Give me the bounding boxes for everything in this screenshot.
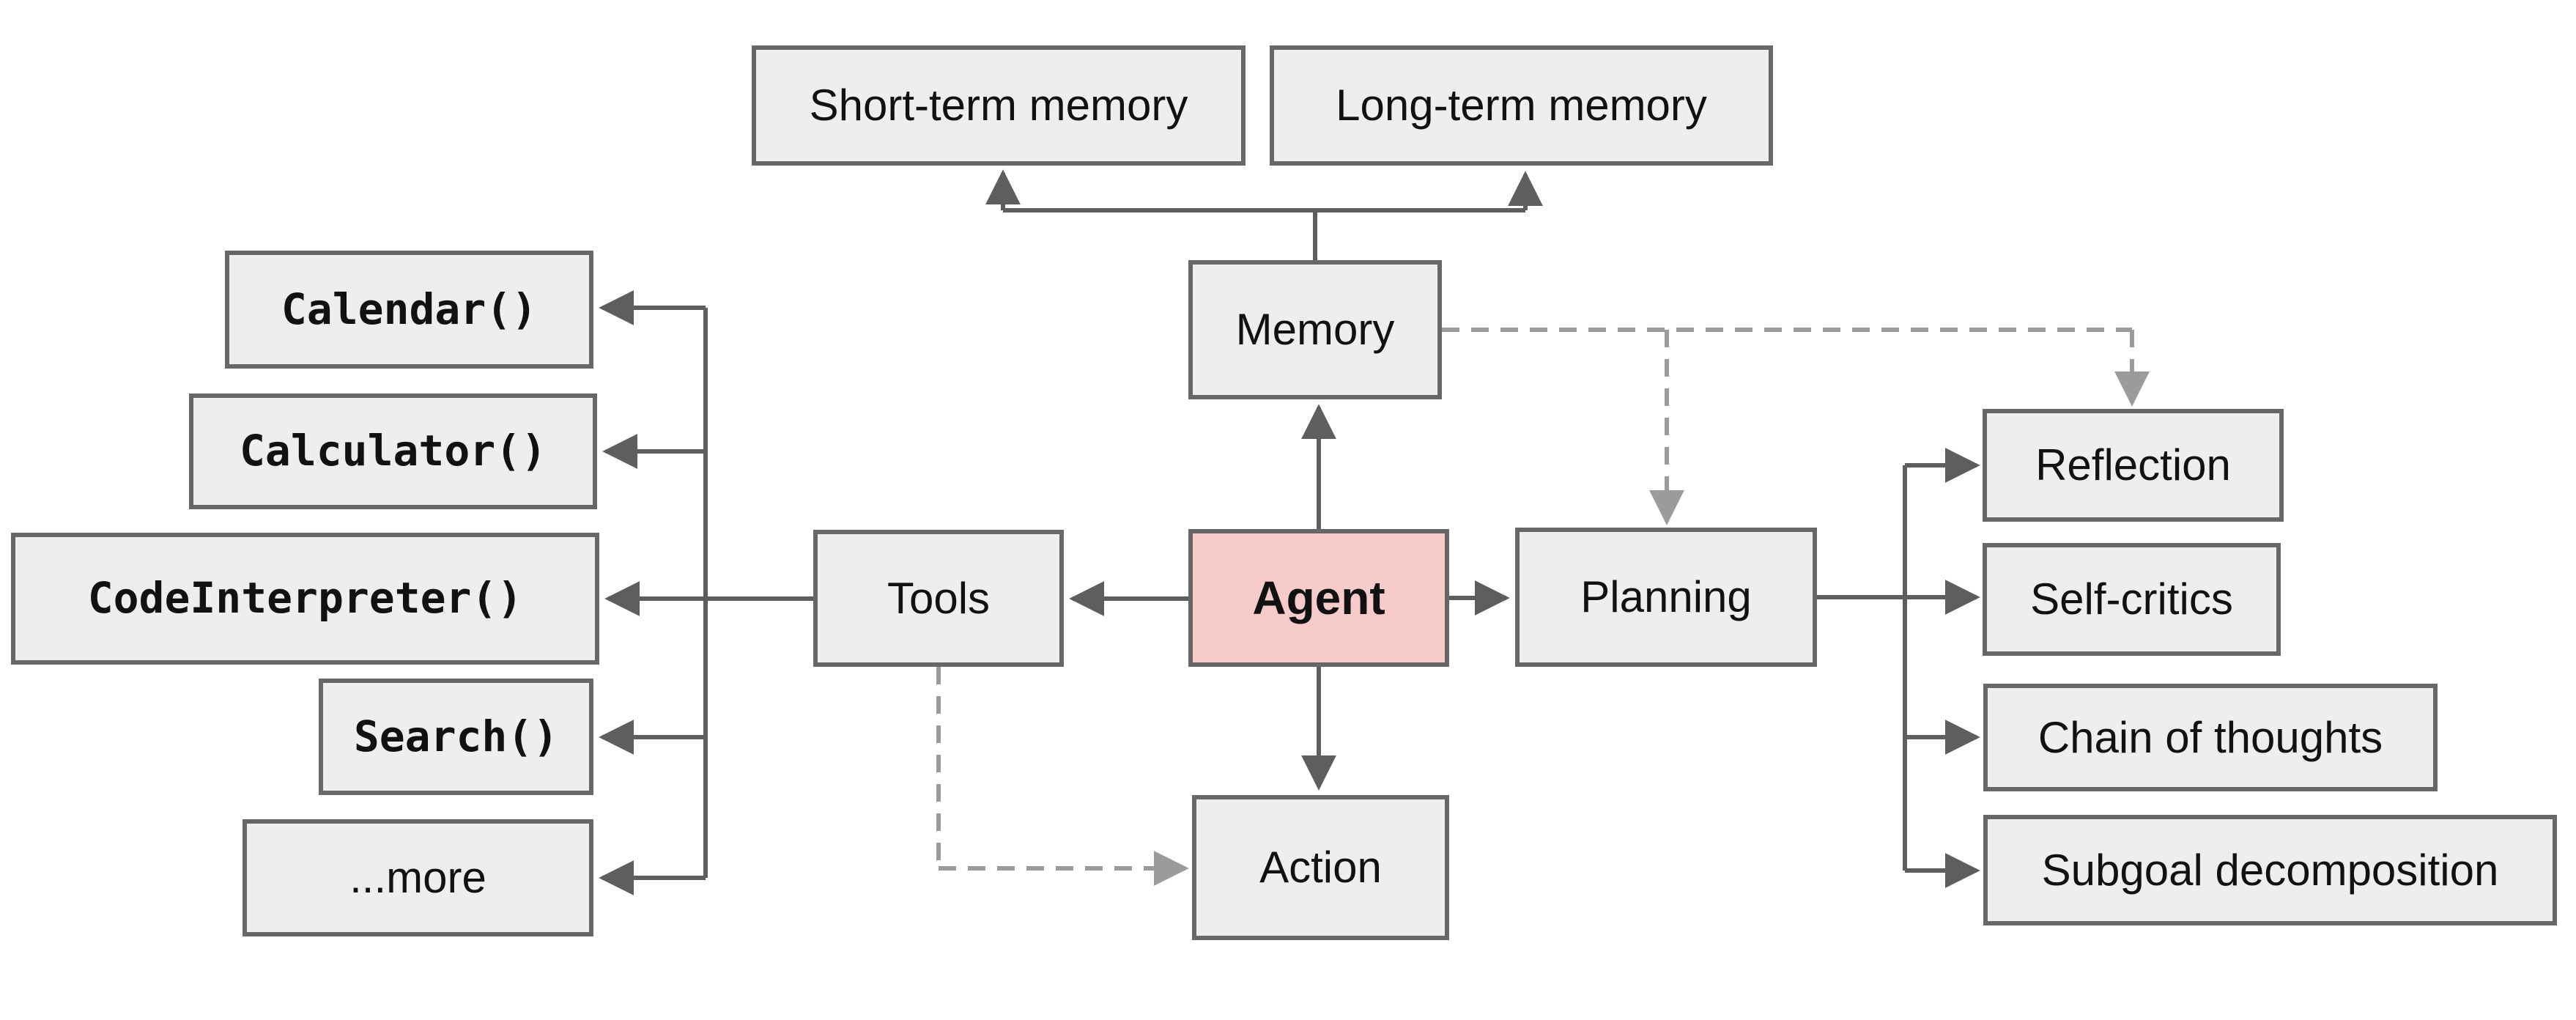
node-code-interpreter-label: CodeInterpreter() xyxy=(87,573,523,624)
node-long-term-memory: Long-term memory xyxy=(1270,45,1773,166)
node-long-term-memory-label: Long-term memory xyxy=(1336,81,1707,130)
node-agent: Agent xyxy=(1188,529,1449,667)
connector-memory-dashed xyxy=(1442,328,2150,525)
node-action-label: Action xyxy=(1259,843,1382,892)
node-short-term-memory-label: Short-term memory xyxy=(809,81,1188,130)
node-calculator-label: Calculator() xyxy=(239,426,547,476)
node-calendar-label: Calendar() xyxy=(281,284,538,334)
node-tools-label: Tools xyxy=(887,573,991,623)
node-calendar: Calendar() xyxy=(225,251,593,369)
node-subgoal-decomposition-label: Subgoal decomposition xyxy=(2041,845,2499,895)
node-tools: Tools xyxy=(813,530,1064,667)
node-planning-label: Planning xyxy=(1580,572,1752,621)
node-search-label: Search() xyxy=(353,711,559,761)
node-self-critics: Self-critics xyxy=(1983,543,2281,656)
node-subgoal-decomposition: Subgoal decomposition xyxy=(1983,815,2557,925)
node-reflection-label: Reflection xyxy=(2035,440,2231,489)
node-planning: Planning xyxy=(1515,528,1817,667)
node-calculator: Calculator() xyxy=(189,393,597,509)
node-search: Search() xyxy=(319,679,593,795)
connector-memory-to-memories xyxy=(985,169,1543,260)
node-chain-of-thoughts-label: Chain of thoughts xyxy=(2038,712,2383,762)
connector-tools-action-dashed xyxy=(936,667,1189,886)
node-more: ...more xyxy=(243,819,593,936)
node-agent-label: Agent xyxy=(1252,571,1385,624)
node-memory-label: Memory xyxy=(1235,305,1395,354)
node-reflection: Reflection xyxy=(1983,409,2284,522)
connector-tools-branches xyxy=(599,290,813,895)
node-more-label: ...more xyxy=(349,853,486,902)
node-code-interpreter: CodeInterpreter() xyxy=(11,533,599,665)
node-chain-of-thoughts: Chain of thoughts xyxy=(1983,684,2438,791)
node-action: Action xyxy=(1192,795,1449,940)
connector-agent-core xyxy=(1069,404,1510,791)
node-memory: Memory xyxy=(1188,260,1442,399)
connector-planning-branches xyxy=(1817,448,1980,888)
node-self-critics-label: Self-critics xyxy=(2030,574,2233,624)
node-short-term-memory: Short-term memory xyxy=(752,45,1246,166)
